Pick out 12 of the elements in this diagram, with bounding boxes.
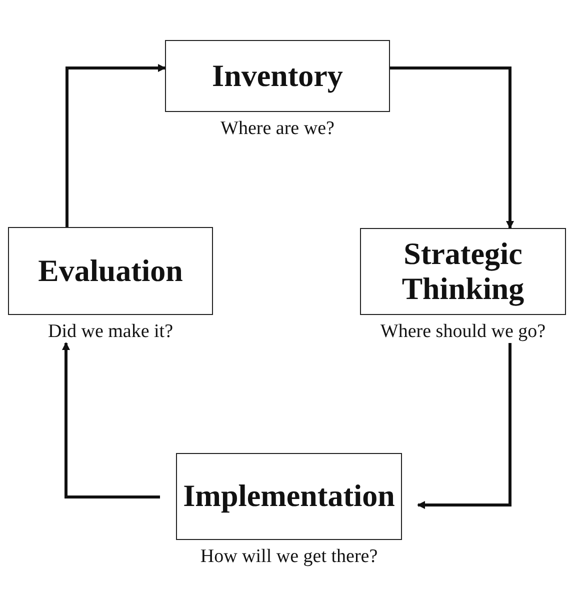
step-question: How will we get there?: [200, 546, 378, 568]
step-question: Where should we go?: [380, 321, 546, 343]
step-question: Where are we?: [220, 118, 334, 140]
arrow: [66, 64, 166, 227]
arrow: [62, 342, 160, 498]
step-title: Implementation: [183, 479, 395, 514]
step-title: Strategic Thinking: [400, 237, 526, 306]
step-title: Inventory: [212, 58, 343, 94]
step-question: Did we make it?: [48, 321, 174, 343]
arrow: [417, 343, 512, 509]
step-title: Evaluation: [38, 254, 183, 288]
arrow: [390, 66, 514, 229]
